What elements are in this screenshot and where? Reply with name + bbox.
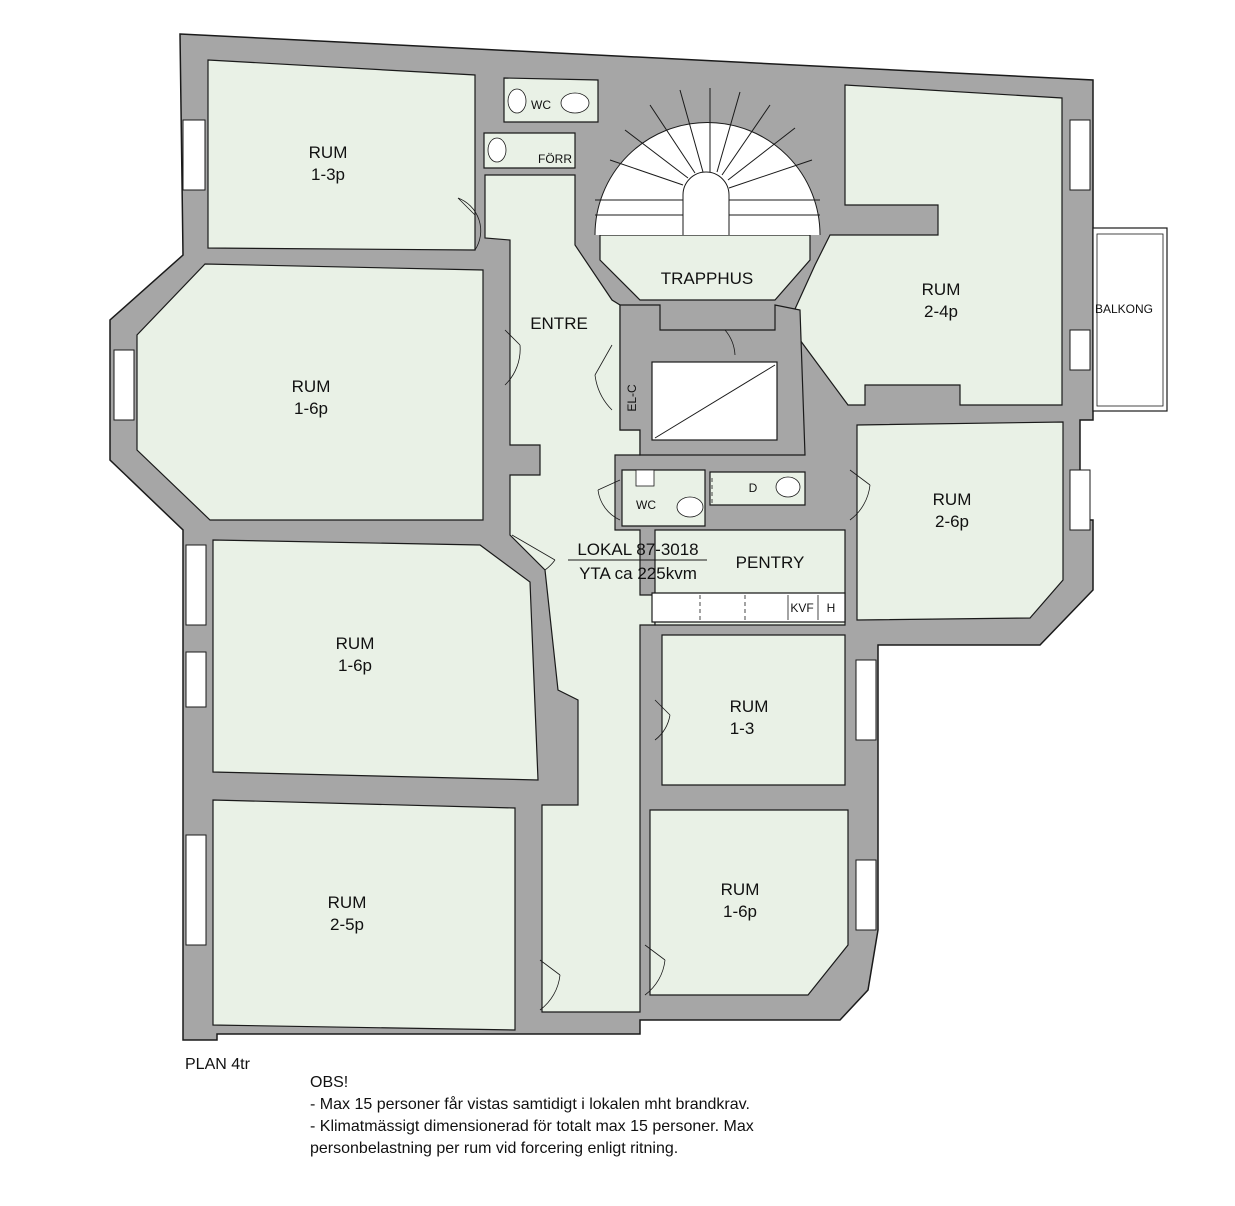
- elevator-cross: [654, 364, 776, 439]
- room-floor-4: [212, 799, 516, 1031]
- room-2-cap: 1-6p: [294, 399, 328, 418]
- door-swing: [511, 534, 556, 571]
- notes-line: - Klimatmässigt dimensionerad för totalt…: [310, 1118, 754, 1135]
- room-8-cap: 1-6p: [723, 902, 757, 921]
- notes-line: personbelastning per rum vid forcering e…: [310, 1140, 679, 1157]
- window: [1069, 119, 1091, 191]
- room-4-cap: 2-5p: [330, 915, 364, 934]
- room-7-name: RUM: [730, 697, 769, 716]
- window: [185, 834, 207, 946]
- room-2-name: RUM: [292, 377, 331, 396]
- window: [185, 651, 207, 708]
- door-swing: [594, 344, 613, 411]
- room-6-name: RUM: [933, 490, 972, 509]
- forr-floor: [483, 132, 576, 169]
- trapphus-label: TRAPPHUS: [661, 269, 754, 288]
- room-floor-3: [212, 539, 539, 781]
- room-5-name: RUM: [922, 280, 961, 299]
- door-swing: [644, 944, 666, 996]
- sink-icon: [635, 469, 655, 487]
- door-swing: [724, 329, 736, 356]
- window: [855, 659, 877, 741]
- window: [1069, 469, 1091, 531]
- door-swing: [849, 469, 871, 521]
- room-8-name: RUM: [721, 880, 760, 899]
- spiral-stair: [594, 88, 821, 236]
- notes-line: - Max 15 personer får vistas samtidigt i…: [310, 1096, 750, 1113]
- door-swing: [539, 959, 561, 1011]
- pentry-label: PENTRY: [736, 553, 805, 572]
- room-1-name: RUM: [309, 143, 348, 162]
- room-4-name: RUM: [328, 893, 367, 912]
- room-floor-7: [661, 634, 846, 786]
- window: [855, 859, 877, 931]
- room-floor-6: [856, 421, 1064, 621]
- balcony: [1092, 227, 1168, 412]
- window: [185, 544, 207, 626]
- h-label: H: [827, 601, 836, 615]
- room-floor-2: [136, 263, 484, 521]
- window: [1069, 329, 1091, 371]
- notes: OBS! - Max 15 personer får vistas samtid…: [310, 1072, 870, 1160]
- yta-label: YTA ca 225kvm: [579, 564, 697, 583]
- window: [182, 119, 206, 191]
- entre-label: ENTRE: [530, 314, 588, 333]
- wc-top-label: WC: [531, 98, 551, 112]
- room-floor-8: [649, 809, 849, 996]
- lokal-label: LOKAL 87-3018: [577, 540, 698, 559]
- sink-icon: [487, 137, 507, 163]
- sink-icon: [507, 88, 527, 114]
- room-3-name: RUM: [336, 634, 375, 653]
- sink-icon: [775, 476, 801, 498]
- notes-heading: OBS!: [310, 1074, 349, 1091]
- wc-mid-label: WC: [636, 498, 656, 512]
- room-3-cap: 1-6p: [338, 656, 372, 675]
- room-5-cap: 2-4p: [924, 302, 958, 321]
- door-swing: [504, 329, 521, 386]
- toilet-icon: [560, 92, 590, 114]
- room-7-cap: 1-3: [730, 719, 755, 738]
- stair-landing: [599, 234, 811, 301]
- plan-caption: PLAN 4tr: [185, 1056, 250, 1073]
- forr-label: FÖRR: [538, 152, 572, 166]
- door-swing: [597, 479, 621, 521]
- el-c-label: EL-C: [625, 384, 639, 412]
- window: [113, 349, 135, 421]
- door-swing: [654, 699, 671, 741]
- room-floor-5: [789, 84, 1063, 406]
- room-1-cap: 1-3p: [311, 165, 345, 184]
- wall-pentry-bench: [651, 592, 846, 623]
- kvf-label: KVF: [790, 601, 813, 615]
- d-label: D: [749, 481, 758, 495]
- door-swing: [457, 197, 482, 251]
- balkong-label: BALKONG: [1095, 302, 1153, 316]
- toilet-icon: [676, 496, 704, 518]
- room-6-cap: 2-6p: [935, 512, 969, 531]
